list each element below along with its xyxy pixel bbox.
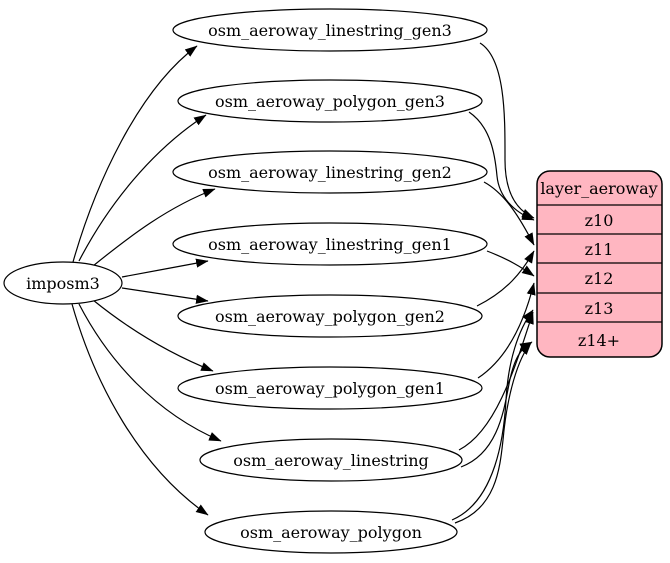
node-osm-aeroway-polygon-gen2: osm_aeroway_polygon_gen2 — [177, 294, 483, 338]
table-ellipse — [177, 294, 483, 338]
edge-linestring-to-z13 — [458, 311, 534, 451]
layer-row-z14: z14+ — [578, 331, 620, 350]
edge-linestring-gen3-to-z10 — [479, 42, 535, 219]
edge-polygon-to-z13 — [451, 309, 534, 521]
edge-imposm3-to-polygon — [71, 303, 209, 516]
layer-aeroway-box — [536, 170, 663, 358]
imposm3-ellipse — [3, 261, 123, 305]
table-ellipse — [204, 510, 458, 554]
table-label: osm_aeroway_linestring — [233, 451, 429, 470]
edge-linestring-gen2-to-z11 — [483, 181, 535, 246]
table-label: osm_aeroway_linestring_gen3 — [208, 21, 452, 40]
edge-imposm3-to-linestring-gen2 — [92, 188, 216, 267]
table-ellipse — [177, 366, 483, 410]
edge-imposm3-to-polygon-gen1 — [92, 299, 214, 372]
node-osm-aeroway-polygon: osm_aeroway_polygon — [204, 510, 458, 554]
layer-row-z10: z10 — [585, 211, 614, 230]
edge-polygon-gen3-to-z10 — [468, 111, 535, 221]
edge-imposm3-to-polygon-gen3 — [78, 114, 207, 262]
node-osm-aeroway-polygon-gen1: osm_aeroway_polygon_gen1 — [177, 366, 483, 410]
node-osm-aeroway-linestring-gen2: osm_aeroway_linestring_gen2 — [172, 150, 488, 194]
edge-polygon-gen2-to-z11 — [476, 250, 535, 307]
edge-imposm3-to-polygon-gen2 — [121, 287, 209, 304]
layer-row-z13: z13 — [585, 299, 614, 318]
node-osm-aeroway-linestring: osm_aeroway_linestring — [199, 438, 463, 482]
table-label: osm_aeroway_linestring_gen2 — [208, 163, 452, 182]
edge-linestring-gen1-to-z12 — [486, 250, 535, 277]
edge-imposm3-to-linestring — [78, 303, 222, 442]
table-nodes: osm_aeroway_linestring_gen3 osm_aeroway_… — [172, 8, 488, 554]
edge-imposm3-to-linestring-gen1 — [121, 258, 209, 278]
edges-to-layer — [451, 42, 536, 524]
table-ellipse — [199, 438, 463, 482]
layer-row-z11: z11 — [585, 240, 614, 259]
table-label: osm_aeroway_polygon — [240, 523, 422, 542]
table-label: osm_aeroway_polygon_gen3 — [215, 92, 445, 111]
node-osm-aeroway-linestring-gen3: osm_aeroway_linestring_gen3 — [172, 8, 488, 52]
table-label: osm_aeroway_linestring_gen1 — [208, 235, 452, 254]
table-ellipse — [177, 79, 483, 123]
node-osm-aeroway-polygon-gen3: osm_aeroway_polygon_gen3 — [177, 79, 483, 123]
edges-from-source — [71, 45, 222, 516]
table-ellipse — [172, 8, 488, 52]
imposm3-label: imposm3 — [26, 274, 100, 293]
node-osm-aeroway-linestring-gen1: osm_aeroway_linestring_gen1 — [172, 222, 488, 266]
edge-linestring-to-z14 — [460, 341, 533, 468]
table-ellipse — [172, 222, 488, 266]
edge-polygon-to-z14 — [454, 342, 532, 524]
table-label: osm_aeroway_polygon_gen2 — [215, 307, 445, 326]
node-layer-aeroway: layer_aeroway z10 z11 z12 z13 z14+ — [536, 170, 663, 358]
edge-polygon-gen1-to-z12 — [477, 282, 536, 379]
layer-row-z12: z12 — [585, 269, 614, 288]
table-label: osm_aeroway_polygon_gen1 — [215, 379, 445, 398]
node-imposm3: imposm3 — [3, 261, 123, 305]
edge-imposm3-to-linestring-gen3 — [72, 45, 198, 263]
table-ellipse — [172, 150, 488, 194]
layer-aeroway-title: layer_aeroway — [540, 179, 657, 198]
